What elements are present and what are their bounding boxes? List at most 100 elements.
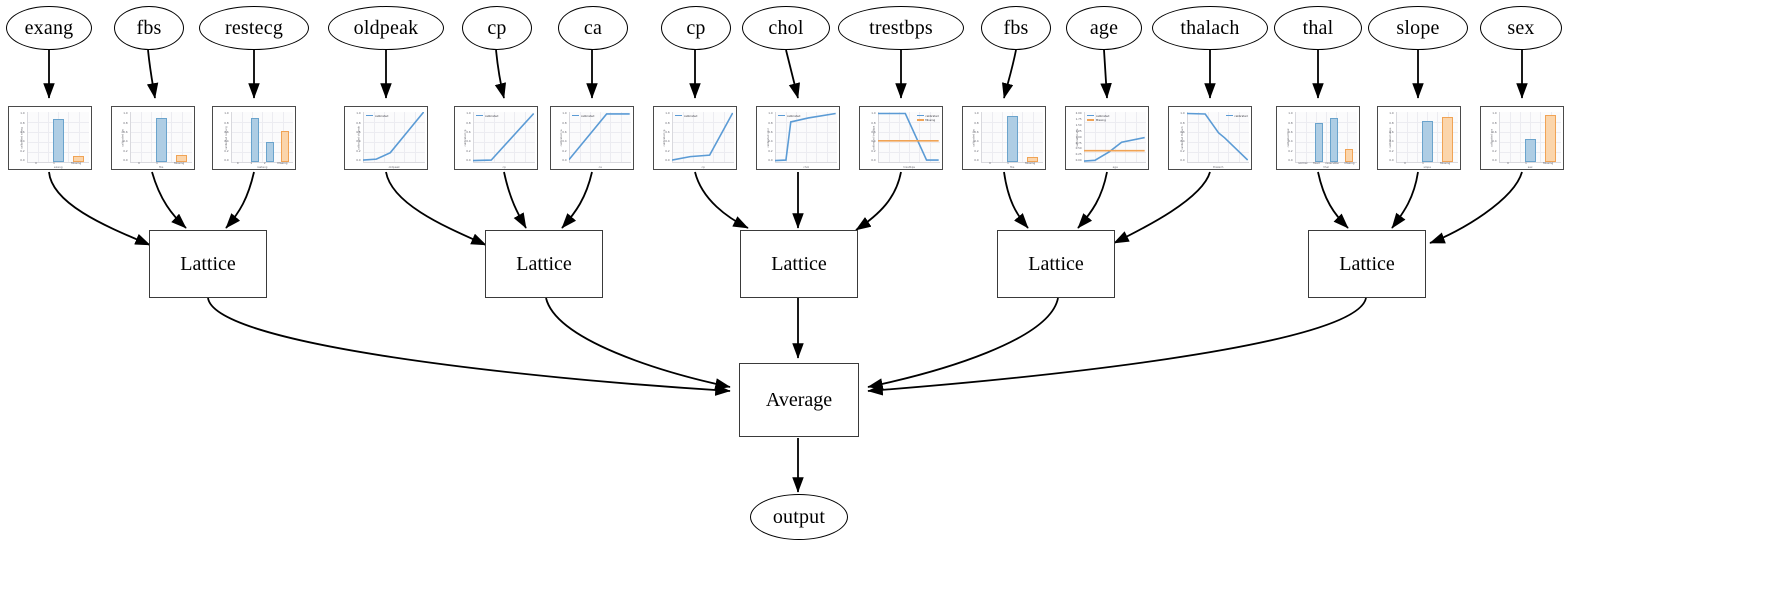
plot-axes <box>130 111 192 163</box>
average-node[interactable]: Average <box>739 363 859 437</box>
plot-bar <box>1329 117 1339 162</box>
lattice-node-3[interactable]: Lattice <box>740 230 858 298</box>
lattice-node-2[interactable]: Lattice <box>485 230 603 298</box>
plot-line-series <box>569 112 630 162</box>
feature-node-cp-1[interactable]: cp <box>462 6 532 50</box>
lattice-node-4[interactable]: Lattice <box>997 230 1115 298</box>
grid-line <box>1346 111 1348 162</box>
lattice-node-5[interactable]: Lattice <box>1308 230 1426 298</box>
grid-line <box>1188 141 1249 143</box>
feature-node-exang[interactable]: exang <box>6 6 92 50</box>
x-tick-label: 1 <box>53 160 55 165</box>
legend-swatch <box>916 119 924 121</box>
y-tick-label: 0.2 <box>466 148 471 153</box>
grid-line <box>879 141 940 143</box>
grid-line <box>38 111 40 162</box>
grid-line <box>776 151 837 153</box>
grid-line <box>1188 121 1249 123</box>
feature-node-restecg[interactable]: restecg <box>199 6 309 50</box>
y-tick-label: 0.25 <box>1075 152 1082 157</box>
x-axis-label: sex <box>1527 164 1533 169</box>
output-node[interactable]: output <box>750 494 848 540</box>
lattice-node-label: Lattice <box>1339 252 1395 275</box>
y-tick-label: 0.8 <box>974 120 979 125</box>
lattice-node-1[interactable]: Lattice <box>149 230 267 298</box>
y-tick-label: 0.6 <box>974 130 979 135</box>
plot-bar <box>1314 122 1324 162</box>
feature-node-trestbps[interactable]: trestbps <box>838 6 964 50</box>
feature-node-sex[interactable]: sex <box>1480 6 1562 50</box>
grid-line <box>1228 111 1230 162</box>
y-axis-label: calibrated fbs <box>971 129 975 147</box>
x-axis-label: oldpeak <box>388 164 400 169</box>
y-axis-label: calibrated chol <box>766 128 770 148</box>
feature-node-ca[interactable]: ca <box>558 6 628 50</box>
x-tick-label: 0 <box>236 160 239 165</box>
grid-line <box>590 111 592 162</box>
grid-line <box>141 111 143 162</box>
feature-node-label: thal <box>1302 16 1334 39</box>
feature-node-age[interactable]: age <box>1066 6 1142 50</box>
feature-node-cp-2[interactable]: cp <box>661 6 731 50</box>
grid-line <box>1125 111 1127 162</box>
x-axis-label: exang <box>53 164 63 169</box>
plot-axes <box>363 111 425 163</box>
y-tick-label: 1.0 <box>356 111 361 116</box>
grid-line <box>879 131 940 133</box>
legend-entry: Missing <box>916 118 939 122</box>
feature-node-slope[interactable]: slope <box>1368 6 1468 50</box>
feature-node-fbs-2[interactable]: fbs <box>981 6 1051 50</box>
y-tick-label: 0.2 <box>974 148 979 153</box>
y-tick-label: 0.2 <box>356 148 361 153</box>
plot-line-series <box>672 112 733 162</box>
legend-entry: calibrated <box>1225 114 1248 118</box>
plot-axes <box>1396 111 1458 163</box>
grid-line <box>723 111 725 162</box>
y-tick-label: 1.0 <box>974 111 979 116</box>
lattice-node-label: Lattice <box>180 252 236 275</box>
feature-node-thalach[interactable]: thalach <box>1152 6 1268 50</box>
y-tick-label: 0.8 <box>1288 120 1293 125</box>
y-tick-label: 0.8 <box>466 120 471 125</box>
grid-line <box>474 131 535 133</box>
legend-label: calibrated <box>925 113 939 118</box>
x-tick-label: Missing <box>1025 160 1036 165</box>
y-tick-label: 0.6 <box>562 130 567 135</box>
feature-node-oldpeak[interactable]: oldpeak <box>328 6 444 50</box>
average-node-label: Average <box>765 388 833 411</box>
legend-entry: calibrated <box>916 113 939 118</box>
feature-node-thal[interactable]: thal <box>1274 6 1362 50</box>
y-tick-label: 1.0 <box>1492 111 1497 116</box>
grid-line <box>570 131 631 133</box>
y-tick-label: 0.4 <box>1180 139 1185 144</box>
plot-line-series <box>775 112 836 162</box>
plot-line-series <box>1084 112 1145 162</box>
y-axis-label: calibrated oldpeak <box>357 125 361 151</box>
x-axis-label: thal <box>1323 164 1329 169</box>
x-tick-label: Missing <box>1440 160 1451 165</box>
y-tick-label: 0.8 <box>1180 120 1185 125</box>
y-tick-label: 1.0 <box>20 111 25 116</box>
feature-node-fbs-1[interactable]: fbs <box>114 6 184 50</box>
feature-node-chol[interactable]: chol <box>742 6 830 50</box>
grid-line <box>78 111 80 162</box>
